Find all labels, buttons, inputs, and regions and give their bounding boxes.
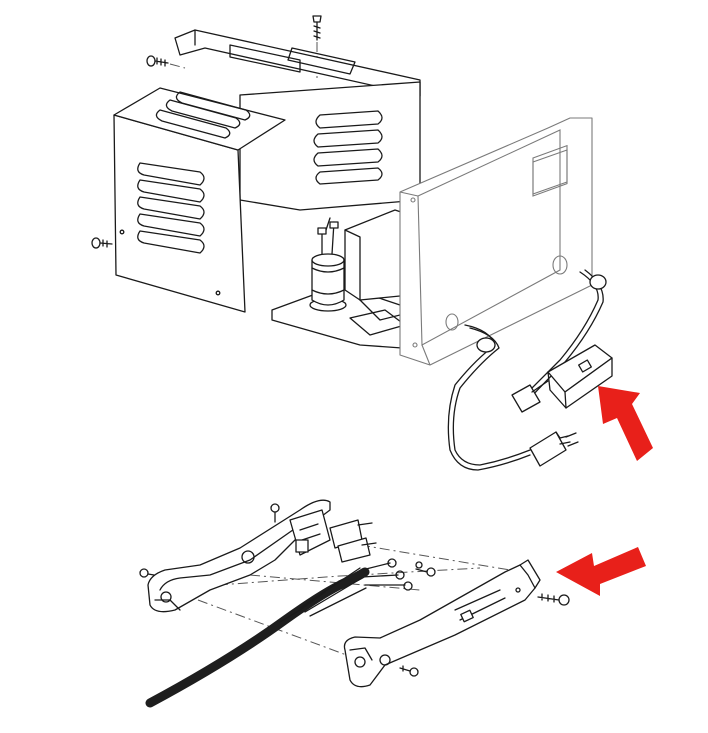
charger-cabinet bbox=[91, 15, 431, 351]
ac-plug-icon bbox=[529, 431, 579, 467]
callout-arrow-dc-plug-handle bbox=[556, 547, 646, 596]
top-screw-icon bbox=[312, 15, 322, 82]
left-top-screw-icon bbox=[146, 55, 186, 69]
dc-plug-handle-assembly bbox=[139, 499, 570, 708]
screw-icon bbox=[139, 503, 570, 677]
dc-cord bbox=[447, 269, 613, 471]
left-bottom-screw-icon bbox=[91, 237, 113, 249]
front-panel bbox=[399, 117, 593, 366]
capacitor-icon bbox=[309, 217, 347, 312]
callout-arrow-dc-plug bbox=[598, 386, 653, 461]
